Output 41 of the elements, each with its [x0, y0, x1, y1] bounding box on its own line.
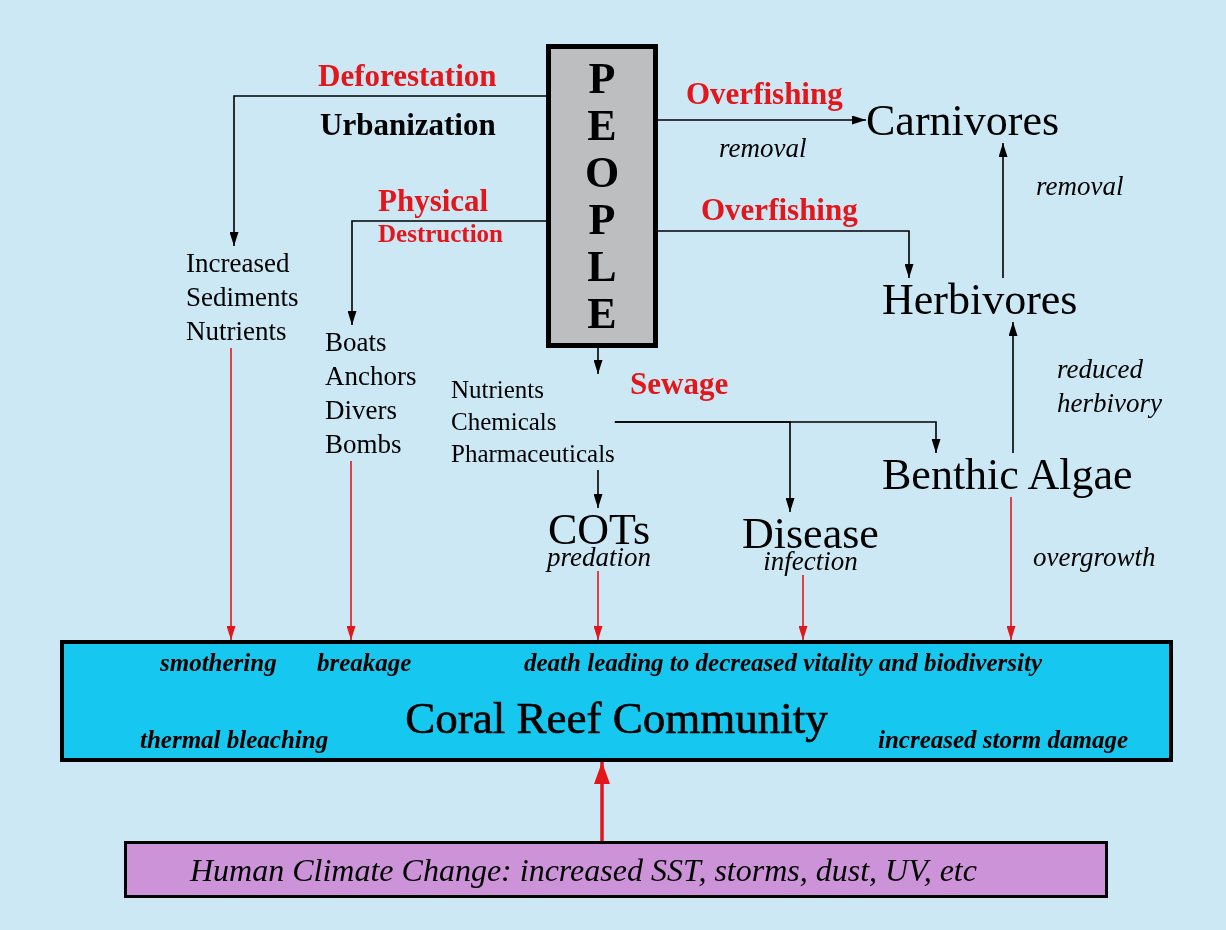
arrow: [614, 421, 941, 454]
arrow: [594, 762, 610, 841]
group-label: Carnivores: [866, 99, 1060, 143]
group-label: Herbivores: [882, 278, 1078, 322]
edge-label: Sewage: [630, 368, 729, 399]
arrow: [347, 220, 547, 326]
arrow: [1008, 321, 1018, 454]
impact-label: increased storm damage: [878, 727, 1128, 752]
group-label: Benthic Algae: [882, 453, 1133, 497]
stressor-list: Increased Sediments Nutrients: [186, 246, 299, 348]
arrow: [593, 347, 603, 375]
effect-label: removal: [719, 135, 807, 162]
impact-label: smothering: [160, 650, 277, 675]
pressure-label: Urbanization: [320, 109, 496, 140]
edge-label: Deforestation: [318, 60, 497, 91]
stressor-list: Nutrients Chemicals Pharmaceuticals: [451, 374, 615, 470]
edge-label: removal: [1036, 173, 1124, 200]
edge-label: overgrowth: [1033, 544, 1156, 571]
arrow: [998, 142, 1008, 279]
climate-box: Human Climate Change: increased SST, storms, dust, UV, etc: [124, 841, 1108, 898]
arrow: [229, 95, 547, 247]
reef-title: Coral Reef Community: [405, 696, 828, 741]
stressor-list: Boats Anchors Divers Bombs: [325, 325, 417, 461]
arrow: [593, 469, 603, 509]
arrow: [593, 570, 603, 641]
edge-label: Physical Destruction: [378, 184, 504, 249]
edge-label: reduced herbivory: [1057, 353, 1162, 420]
arrow: [346, 460, 356, 641]
vertical-label: PEOPLE: [583, 55, 621, 337]
source-box: [546, 44, 658, 348]
arrow: [657, 115, 867, 125]
reef-box: [60, 640, 1173, 762]
arrow: [657, 230, 914, 279]
arrow: [226, 347, 236, 641]
impact-label: death leading to decreased vitality and biodiversity: [524, 650, 1042, 675]
edge-label: Overfishing: [686, 78, 843, 109]
edge-label: Overfishing: [701, 194, 858, 225]
impact-label: breakage: [317, 650, 412, 675]
arrow: [798, 574, 808, 641]
impact-label: thermal bleaching: [140, 727, 329, 752]
arrow: [1006, 496, 1016, 641]
